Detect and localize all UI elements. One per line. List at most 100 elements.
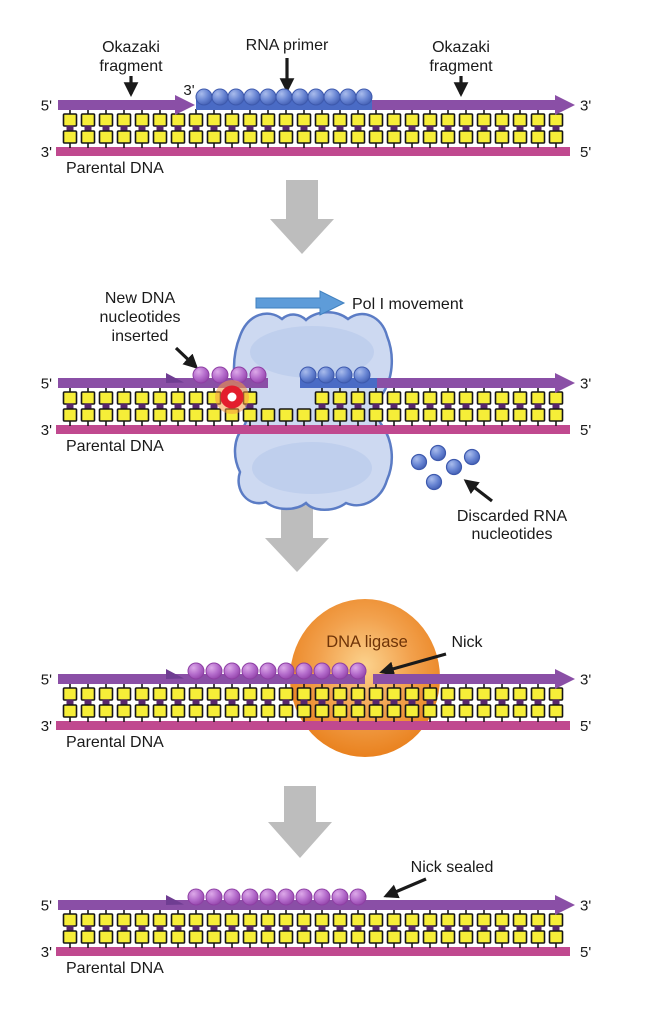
base-bottom: [116, 930, 132, 944]
base-top: [332, 391, 348, 405]
base-top: [116, 687, 132, 701]
base-pair-bond: [390, 925, 398, 932]
base-top: [476, 687, 492, 701]
base-top: [80, 687, 96, 701]
base-bottom: [314, 930, 330, 944]
base-top: [170, 913, 186, 927]
base-bottom: [296, 130, 312, 144]
base-bottom: [476, 130, 492, 144]
base-top: [494, 391, 510, 405]
base-bottom: [476, 930, 492, 944]
new-dna-label-line2: nucleotides: [100, 309, 181, 326]
base-top: [206, 913, 222, 927]
base-bottom: [134, 704, 150, 718]
pol-i-enzyme-shading-bottom: [252, 442, 372, 494]
rna-nucleotide-bead: [291, 88, 309, 106]
dna-nucleotide-bead: [295, 662, 313, 680]
base-pair-bond: [516, 125, 524, 132]
base-top: [476, 113, 492, 127]
base-pair-bond: [444, 125, 452, 132]
rna-nucleotide-bead: [195, 88, 213, 106]
base-bottom: [80, 130, 96, 144]
base-pair-bond: [408, 925, 416, 932]
base-top: [188, 687, 204, 701]
nick-arrow: [379, 652, 447, 676]
dna-ligase-label: DNA ligase: [326, 633, 408, 651]
base-bottom: [188, 130, 204, 144]
discarded-rna-bead: [463, 448, 481, 466]
five-prime-label-left: 5': [41, 898, 52, 915]
base-pair-bond: [534, 925, 542, 932]
base-bottom: [242, 930, 258, 944]
base-top: [170, 391, 186, 405]
base-bottom: [476, 408, 492, 422]
base-top: [152, 687, 168, 701]
base-bottom: [260, 130, 276, 144]
base-bottom: [278, 704, 294, 718]
base-top: [98, 113, 114, 127]
base-bottom: [170, 408, 186, 422]
base-pair-bond: [390, 403, 398, 410]
base-bottom: [242, 408, 258, 422]
five-prime-label-right: 5': [580, 718, 591, 735]
base-bottom: [80, 704, 96, 718]
base-pair-bond: [552, 403, 560, 410]
nick-label: Nick: [451, 634, 483, 651]
base-top: [350, 687, 366, 701]
base-pair-bond: [462, 403, 470, 410]
okazaki-right-label-line1: Okazaki: [432, 39, 490, 56]
base-top: [512, 687, 528, 701]
discarded-rna-arrow: [463, 479, 493, 503]
base-pair-bond: [498, 403, 506, 410]
dna-nucleotide-bead: [187, 888, 205, 906]
base-bottom: [332, 930, 348, 944]
base-pair-bond: [174, 125, 182, 132]
base-top: [278, 113, 294, 127]
dna-nucleotide-bead: [331, 888, 349, 906]
pol-i-enzyme-shading-top: [250, 326, 374, 378]
base-bottom-unpaired: [278, 408, 294, 422]
dna-nucleotide-bead: [349, 888, 367, 906]
discarded-rna-beads: [410, 444, 481, 491]
base-pair-bond: [498, 125, 506, 132]
strand-arrowhead: [555, 669, 575, 689]
base-top: [152, 113, 168, 127]
dna-nucleotide-bead: [223, 888, 241, 906]
base-bottom: [62, 704, 78, 718]
five-prime-label-right: 5': [580, 144, 591, 161]
base-pair-bond: [138, 925, 146, 932]
base-pair-bond: [120, 925, 128, 932]
base-bottom: [296, 930, 312, 944]
base-pair-bond: [318, 699, 326, 706]
base-bottom: [440, 704, 456, 718]
base-bottom: [152, 930, 168, 944]
base-pair-bond: [534, 125, 542, 132]
base-top: [404, 687, 420, 701]
base-top: [314, 391, 330, 405]
base-pair-bond: [390, 699, 398, 706]
base-top: [494, 913, 510, 927]
base-bottom: [206, 408, 222, 422]
base-bottom: [314, 704, 330, 718]
base-pair-bond: [426, 699, 434, 706]
new-strand-segment: [58, 900, 556, 910]
base-pair-bond: [462, 925, 470, 932]
base-top: [152, 391, 168, 405]
step-arrow-2: [265, 504, 329, 572]
base-pair-bond: [426, 125, 434, 132]
base-bottom-unpaired: [260, 408, 276, 422]
dna-nucleotide-bead: [313, 888, 331, 906]
base-bottom: [530, 704, 546, 718]
base-top: [548, 113, 564, 127]
base-top: [116, 913, 132, 927]
base-pair-bond: [210, 925, 218, 932]
base-bottom: [422, 930, 438, 944]
base-bottom: [170, 704, 186, 718]
base-pair-bond: [66, 699, 74, 706]
base-top: [116, 391, 132, 405]
discarded-rna-label-line1: Discarded RNA: [457, 508, 568, 525]
five-prime-label-left: 5': [41, 376, 52, 393]
base-top: [494, 687, 510, 701]
base-top: [440, 687, 456, 701]
new-strand-segment: [58, 378, 268, 388]
